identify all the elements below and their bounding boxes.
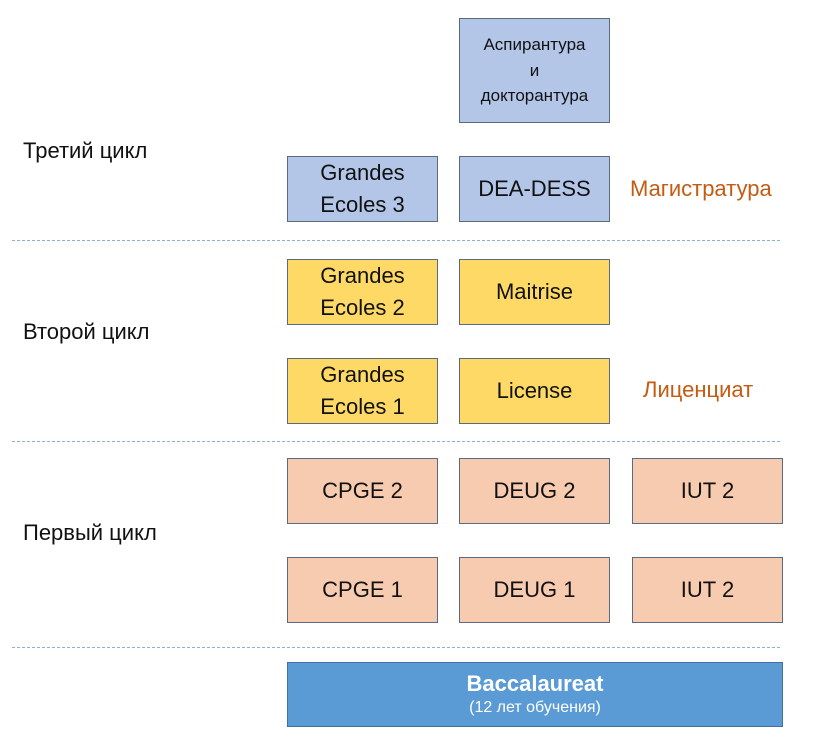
box-cpge-2: CPGE 2 [287, 458, 438, 524]
box-grandes-ecoles-3-line-2: Ecoles 3 [320, 192, 405, 217]
box-baccalaureat: Baccalaureat (12 лет обучения) [287, 662, 783, 727]
box-iut-2-top: IUT 2 [632, 458, 783, 524]
label-second-cycle: Второй цикл [23, 319, 150, 344]
box-license-label: License [496, 378, 573, 404]
label-master: Магистратура [630, 176, 772, 201]
box-dea-dess: DEA-DESS [459, 156, 610, 222]
box-grandes-ecoles-3-line-1: Grandes [320, 160, 405, 186]
box-iut-2-bottom-label: IUT 2 [680, 577, 735, 603]
baccalaureat-title: Baccalaureat [466, 670, 604, 696]
label-licentiate: Лиценциат [643, 377, 754, 402]
separator-third-second [12, 240, 780, 241]
box-doctorate-line-1: Аспирантура [483, 35, 586, 55]
box-grandes-ecoles-1: Grandes Ecoles 1 [287, 358, 438, 424]
box-deug-2: DEUG 2 [459, 458, 610, 524]
box-deug-2-label: DEUG 2 [493, 478, 576, 504]
label-third-cycle: Третий цикл [23, 138, 148, 163]
box-grandes-ecoles-1-line-2: Ecoles 1 [320, 394, 405, 419]
box-grandes-ecoles-2-line-2: Ecoles 2 [320, 295, 405, 320]
separator-first-bac [12, 647, 780, 648]
box-doctorate-line-3: докторантура [480, 86, 589, 106]
box-deug-1-label: DEUG 1 [493, 577, 576, 603]
box-doctorate-line-2: и [529, 60, 540, 80]
box-cpge-1: CPGE 1 [287, 557, 438, 623]
box-cpge-2-label: CPGE 2 [322, 478, 403, 504]
label-first-cycle: Первый цикл [23, 520, 157, 545]
box-dea-dess-label: DEA-DESS [478, 176, 591, 202]
box-iut-2-bottom: IUT 2 [632, 557, 783, 623]
box-grandes-ecoles-2-line-1: Grandes [320, 263, 405, 289]
box-cpge-1-label: CPGE 1 [322, 577, 403, 603]
box-deug-1: DEUG 1 [459, 557, 610, 623]
box-maitrise-label: Maitrise [495, 279, 573, 305]
box-doctorate: Аспирантура и докторантура [459, 18, 610, 123]
box-grandes-ecoles-3: Grandes Ecoles 3 [287, 156, 438, 222]
box-license: License [459, 358, 610, 424]
box-grandes-ecoles-1-line-1: Grandes [320, 362, 405, 388]
box-maitrise: Maitrise [459, 259, 610, 325]
box-grandes-ecoles-2: Grandes Ecoles 2 [287, 259, 438, 325]
box-iut-2-top-label: IUT 2 [680, 478, 735, 504]
separator-second-first [12, 441, 780, 442]
baccalaureat-subtitle: (12 лет обучения) [469, 699, 601, 717]
